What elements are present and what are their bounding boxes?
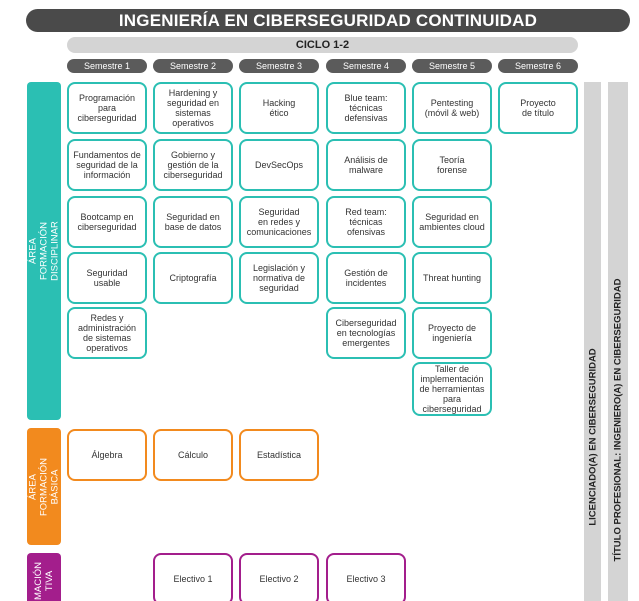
course-label: DevSecOps [254, 160, 304, 170]
course-card: Gestión de incidentes [326, 252, 406, 304]
page-title: INGENIERÍA EN CIBERSEGURIDAD CONTINUIDAD [26, 9, 630, 32]
course-card: Seguridad en redes y comunicaciones [239, 196, 319, 248]
course-card: Seguridad en base de datos [153, 196, 233, 248]
course-card: Proyecto de título [498, 82, 578, 134]
course-card: Taller de implementación de herramientas… [412, 362, 492, 416]
basic-course-card: Estadística [239, 429, 319, 481]
course-label: Ciberseguridad en tecnologías emergentes [335, 318, 397, 348]
semester-header-4: Semestre 4 [326, 59, 406, 73]
course-card: Análisis de malware [326, 139, 406, 191]
course-card: Seguridad en ambientes cloud [412, 196, 492, 248]
titulo-bar: TÍTULO PROFESIONAL: INGENIERO(A) EN CIBE… [608, 82, 628, 601]
course-label: Teoría forense [436, 155, 468, 175]
course-label: Criptografía [169, 273, 217, 283]
course-label: Gobierno y gestión de la ciberseguridad [163, 150, 223, 180]
course-label: Seguridad en redes y comunicaciones [246, 207, 312, 237]
course-card: Teoría forense [412, 139, 492, 191]
course-card: Proyecto de ingeniería [412, 307, 492, 359]
course-label: Pentesting (móvil & web) [424, 98, 480, 118]
course-label: Seguridad usable [86, 268, 128, 288]
course-label: Gestión de incidentes [344, 268, 388, 288]
cycle-label: CICLO 1-2 [67, 37, 578, 53]
course-card: Ciberseguridad en tecnologías emergentes [326, 307, 406, 359]
course-card: Criptografía [153, 252, 233, 304]
course-label: Álgebra [91, 450, 123, 460]
course-label: Análisis de malware [344, 155, 388, 175]
semester-header-2: Semestre 2 [153, 59, 233, 73]
course-card: Programación para ciberseguridad [67, 82, 147, 134]
course-card: Legislación y normativa de seguridad [239, 252, 319, 304]
course-label: Electivo 3 [346, 574, 386, 584]
course-card: Fundamentos de seguridad de la informaci… [67, 139, 147, 191]
course-card: Pentesting (móvil & web) [412, 82, 492, 134]
area-basica: ÁREA FORMACIÓN BÁSICA [27, 428, 61, 545]
course-card: Bootcamp en ciberseguridad [67, 196, 147, 248]
semester-header-6: Semestre 6 [498, 59, 578, 73]
course-label: Cálculo [177, 450, 208, 460]
area-disciplinar-label: ÁREA FORMACIÓN DISCIPLINAR [27, 221, 61, 281]
course-label: Electivo 1 [173, 574, 213, 584]
elective-card: Electivo 1 [153, 553, 233, 601]
course-card: Seguridad usable [67, 252, 147, 304]
elective-card: Electivo 2 [239, 553, 319, 601]
semester-header-1: Semestre 1 [67, 59, 147, 73]
course-card: Hardening y seguridad en sistemas operat… [153, 82, 233, 134]
course-label: Legislación y normativa de seguridad [252, 263, 306, 293]
course-label: Fundamentos de seguridad de la informaci… [73, 150, 141, 180]
course-label: Electivo 2 [259, 574, 299, 584]
course-label: Bootcamp en ciberseguridad [77, 212, 137, 232]
course-card: Threat hunting [412, 252, 492, 304]
course-label: Threat hunting [422, 273, 482, 283]
course-card: Red team: técnicas ofensivas [326, 196, 406, 248]
course-label: Proyecto de ingeniería [427, 323, 477, 343]
course-card: Hacking ético [239, 82, 319, 134]
basic-course-card: Álgebra [67, 429, 147, 481]
semester-header-5: Semestre 5 [412, 59, 492, 73]
area-basica-label: ÁREA FORMACIÓN BÁSICA [27, 457, 61, 516]
course-card: DevSecOps [239, 139, 319, 191]
area-electiva-label: MACIÓN TIVA [33, 562, 55, 600]
course-label: Estadística [256, 450, 302, 460]
licenciado-label: LICENCIADO(A) EN CIBERSEGURIDAD [587, 348, 598, 526]
course-label: Redes y administración de sistemas opera… [77, 313, 137, 353]
licenciado-bar: LICENCIADO(A) EN CIBERSEGURIDAD [584, 82, 601, 601]
course-label: Blue team: técnicas defensivas [344, 93, 388, 123]
basic-course-card: Cálculo [153, 429, 233, 481]
course-card: Blue team: técnicas defensivas [326, 82, 406, 134]
course-label: Seguridad en ambientes cloud [419, 212, 485, 232]
course-label: Taller de implementación de herramientas… [419, 364, 485, 414]
course-card: Redes y administración de sistemas opera… [67, 307, 147, 359]
course-label: Red team: técnicas ofensivas [345, 207, 387, 237]
course-label: Hardening y seguridad en sistemas operat… [166, 88, 220, 128]
course-label: Programación para ciberseguridad [77, 93, 137, 123]
area-electiva: MACIÓN TIVA [27, 553, 61, 601]
titulo-label: TÍTULO PROFESIONAL: INGENIERO(A) EN CIBE… [612, 278, 624, 562]
area-disciplinar: ÁREA FORMACIÓN DISCIPLINAR [27, 82, 61, 420]
course-label: Hacking ético [262, 98, 296, 118]
course-card: Gobierno y gestión de la ciberseguridad [153, 139, 233, 191]
elective-card: Electivo 3 [326, 553, 406, 601]
course-label: Seguridad en base de datos [164, 212, 222, 232]
course-label: Proyecto de título [520, 98, 556, 118]
semester-header-3: Semestre 3 [239, 59, 319, 73]
